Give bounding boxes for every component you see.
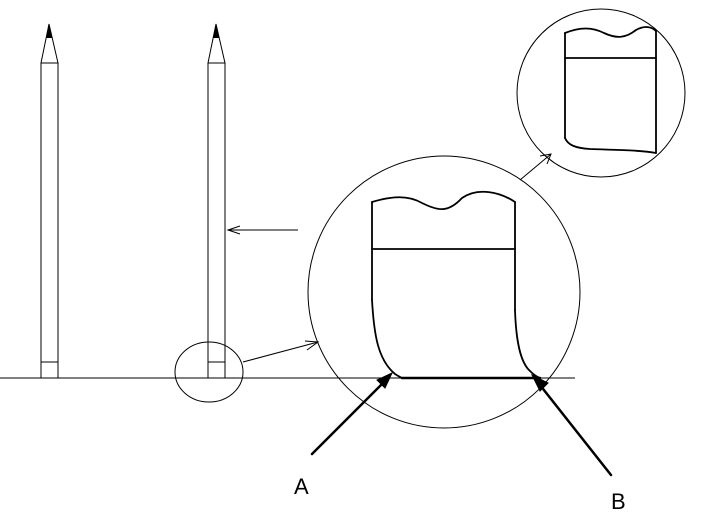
arrow-b [530,373,613,477]
force-arrow [226,225,298,235]
zoom-circle-detail [516,8,686,178]
zoom-arrow-2 [519,153,552,181]
magnifier-small-ellipse [174,341,244,403]
pencil-right-lead [213,24,219,38]
label-b: B [611,489,626,514]
zoom-arrow-1 [242,340,320,363]
zoom-circle-large [307,155,581,429]
pencil-left [40,23,59,379]
pencil-left-body [40,62,59,363]
pencil-right [207,23,226,379]
arrow-a [310,371,394,456]
pencil-left-end [40,361,59,379]
detail-pencil-base [564,26,657,154]
pencil-right-body [207,62,226,363]
label-a: A [294,474,309,499]
enlarged-pencil-base [371,190,542,380]
pencil-right-end [207,361,226,379]
pencil-left-lead [46,24,52,38]
